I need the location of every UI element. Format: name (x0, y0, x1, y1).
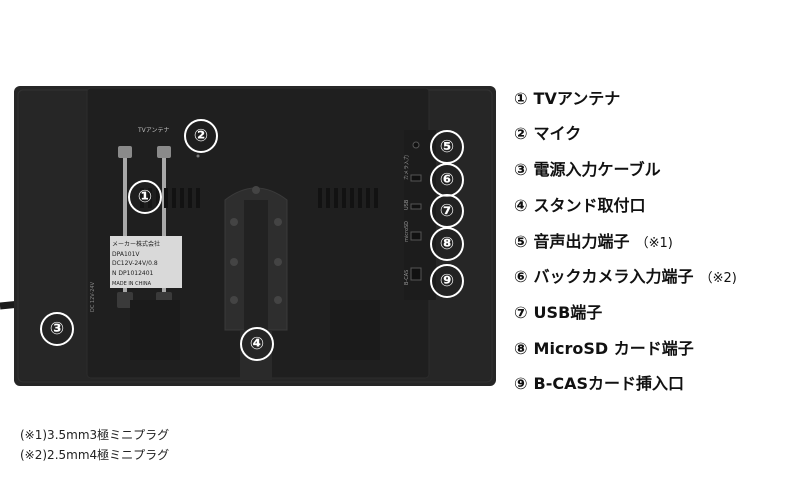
legend-item-8: ⑧ MicroSD カード端子 (514, 336, 700, 362)
legend-item-6: ⑥ バックカメラ入力端子 （※2) (514, 264, 737, 290)
legend-num: ② (514, 124, 528, 143)
sticker-text-3: DC12V-24V/0.8 (112, 260, 158, 267)
dc-label: DC 12V-24V (90, 281, 96, 312)
sticker-text-1: メーカー株式会社 (112, 240, 160, 248)
legend-num: ① (514, 89, 528, 108)
legend-note: （※1) (635, 236, 673, 251)
port-markers (410, 141, 422, 281)
legend-num: ⑤ (514, 232, 528, 251)
legend-item-1: ① TVアンテナ (514, 86, 626, 112)
sticker-text-5: MADE IN CHINA (112, 281, 152, 287)
speaker-grill-right (330, 300, 380, 360)
port-label-camera: カメラ入力 (403, 155, 410, 180)
callout-2: ② (184, 119, 218, 153)
callout-7: ⑦ (430, 194, 464, 228)
legend-label: マイク (533, 124, 582, 143)
legend-num: ⑥ (514, 267, 528, 286)
mic-hole (196, 154, 200, 158)
vent-right (318, 188, 378, 208)
legend-num: ⑨ (514, 374, 528, 393)
sticker-text-2: DPA101V (112, 251, 140, 258)
legend-item-2: ② マイク (514, 121, 587, 147)
legend-item-9: ⑨ B-CASカード挿入口 (514, 371, 690, 397)
legend-label: バックカメラ入力端子 (533, 267, 694, 286)
legend-num: ⑧ (514, 339, 528, 358)
callout-1: ① (128, 180, 162, 214)
callout-5: ⑤ (430, 130, 464, 164)
port-label-bcas: B-CAS (404, 270, 410, 285)
legend-label: USB端子 (533, 303, 603, 322)
speaker-grill-left (130, 300, 180, 360)
legend-note: （※2) (699, 271, 737, 286)
legend-item-4: ④ スタンド取付口 (514, 193, 652, 219)
footnote-1: (※1)3.5mm3極ミニプラグ (20, 428, 170, 442)
legend-label: スタンド取付口 (533, 196, 646, 215)
legend-item-7: ⑦ USB端子 (514, 300, 608, 326)
legend-label: B-CASカード挿入口 (533, 374, 685, 393)
legend-label: MicroSD カード端子 (533, 339, 694, 358)
antenna (117, 146, 172, 308)
legend-label: 電源入力ケーブル (533, 160, 661, 179)
antenna-label: TVアンテナ (137, 127, 170, 134)
callout-8: ⑧ (430, 227, 464, 261)
callout-9: ⑨ (430, 264, 464, 298)
rating-sticker: メーカー株式会社 DPA101V DC12V-24V/0.8 N DP10124… (110, 236, 182, 288)
legend-num: ④ (514, 196, 528, 215)
legend-item-5: ⑤ 音声出力端子 （※1) (514, 229, 673, 255)
sticker-text-4: N DP1012401 (112, 270, 154, 277)
port-label-sd: microSD (404, 221, 410, 242)
callout-6: ⑥ (430, 163, 464, 197)
legend-item-3: ③ 電源入力ケーブル (514, 157, 667, 183)
legend-num: ③ (514, 160, 528, 179)
legend-label: TVアンテナ (533, 89, 621, 108)
footnote-2: (※2)2.5mm4極ミニプラグ (20, 448, 170, 462)
callout-3: ③ (40, 312, 74, 346)
port-label-usb: USB (404, 199, 410, 210)
legend-num: ⑦ (514, 303, 528, 322)
callout-4: ④ (240, 327, 274, 361)
legend-label: 音声出力端子 (533, 232, 630, 251)
